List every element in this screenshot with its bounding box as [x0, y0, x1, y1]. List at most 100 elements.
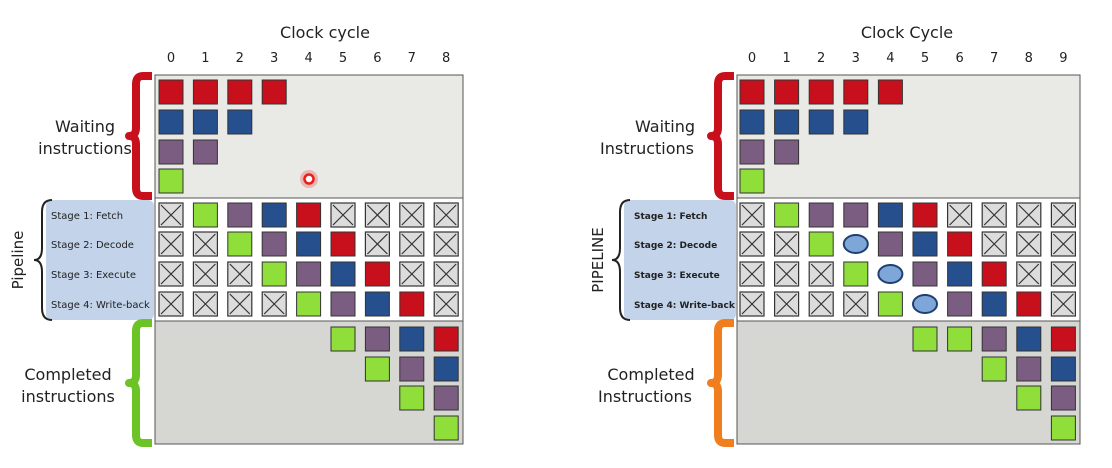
completed-instruction — [364, 326, 390, 352]
pipeline-instruction — [981, 291, 1007, 317]
completed-instruction — [433, 326, 459, 352]
pipeline-instruction — [947, 261, 973, 287]
waiting-instruction — [808, 79, 834, 105]
empty-stage-cell — [981, 202, 1007, 228]
cycle-label: 4 — [886, 51, 894, 66]
pipeline-label: PIPELINE — [589, 227, 607, 292]
cycle-label: 6 — [955, 51, 963, 66]
completed-instruction — [330, 326, 356, 352]
stage-label: Stage 3: Execute — [634, 271, 720, 281]
pipeline-brace — [33, 199, 53, 321]
empty-stage-cell — [261, 291, 287, 317]
stall-bubble — [912, 294, 938, 314]
waiting-instruction — [261, 79, 287, 105]
stage-label: Stage 2: Decode — [634, 241, 717, 251]
cycle-label: 5 — [921, 51, 929, 66]
empty-stage-cell — [1050, 291, 1077, 317]
pipeline-instruction — [296, 291, 322, 317]
pipeline-instruction — [947, 291, 973, 317]
completed-instruction — [981, 356, 1007, 382]
empty-stage-cell — [399, 231, 425, 257]
cycle-label: 1 — [782, 51, 790, 66]
pipeline-instruction — [981, 261, 1007, 287]
cycle-label: 3 — [270, 51, 278, 66]
empty-stage-cell — [399, 261, 425, 287]
pointer-marker — [303, 173, 315, 185]
stage-label: Stage 3: Execute — [51, 270, 136, 281]
empty-stage-cell — [1050, 231, 1077, 257]
pipeline-instruction — [364, 291, 390, 317]
empty-stage-cell — [1050, 202, 1077, 228]
pipeline-instruction — [877, 291, 903, 317]
empty-stage-cell — [158, 231, 184, 257]
empty-stage-cell — [1016, 202, 1042, 228]
empty-stage-cell — [843, 291, 869, 317]
pipeline-instruction — [296, 261, 322, 287]
empty-stage-cell — [158, 261, 184, 287]
pipeline-label: Pipeline — [9, 231, 27, 290]
cycle-label: 2 — [236, 51, 244, 66]
cycle-label: 6 — [373, 51, 381, 66]
completed-label-line1: Completed — [24, 365, 111, 384]
stall-bubble — [877, 264, 904, 284]
pipeline-instruction — [227, 231, 253, 257]
completed-instruction — [433, 415, 459, 441]
waiting-instruction — [877, 79, 903, 105]
completed-instruction — [399, 356, 425, 382]
completed-brace — [707, 319, 734, 447]
empty-stage-cell — [433, 291, 459, 317]
waiting-instruction — [739, 139, 765, 165]
cycle-label: 5 — [339, 51, 347, 66]
waiting-brace — [125, 72, 152, 200]
cycle-label: 9 — [1059, 51, 1067, 66]
empty-stage-cell — [158, 291, 184, 317]
instruction-grid — [158, 79, 459, 441]
completed-label-line1: Completed — [607, 365, 694, 384]
stage-label: Stage 4: Write-back — [634, 301, 736, 311]
cycle-label: 4 — [304, 51, 312, 66]
pipeline-instruction — [227, 202, 253, 228]
pipeline-instruction — [364, 261, 390, 287]
waiting-instruction — [192, 139, 218, 165]
pipeline-instruction — [947, 231, 973, 257]
pipeline-instruction — [843, 261, 869, 287]
completed-label-line2: Instructions — [598, 387, 692, 406]
stage-label: Stage 1: Fetch — [634, 212, 707, 222]
waiting-instruction — [843, 109, 869, 135]
completed-instruction — [399, 385, 425, 411]
pipeline-instruction — [330, 261, 356, 287]
cycle-label: 8 — [1025, 51, 1033, 66]
empty-stage-cell — [808, 291, 834, 317]
cycle-label: 3 — [852, 51, 860, 66]
completed-instruction — [1050, 385, 1076, 411]
waiting-label-line1: Waiting — [635, 117, 695, 136]
empty-stage-cell — [227, 261, 253, 287]
empty-stage-cell — [364, 202, 390, 228]
pipeline-instruction — [261, 202, 287, 228]
waiting-instruction — [227, 109, 253, 135]
completed-instruction — [947, 326, 973, 352]
completed-brace — [125, 319, 152, 447]
instruction-grid — [739, 79, 1077, 441]
pipeline-instruction — [808, 231, 834, 257]
waiting-instruction — [158, 168, 184, 194]
empty-stage-cell — [227, 291, 253, 317]
empty-stage-cell — [399, 202, 425, 228]
pipeline-instruction — [877, 202, 903, 228]
pipeline-instruction — [808, 202, 834, 228]
pipeline-instruction — [843, 202, 869, 228]
completed-instruction — [1050, 356, 1076, 382]
empty-stage-cell — [981, 231, 1007, 257]
empty-stage-cell — [739, 231, 765, 257]
waiting-instruction — [192, 109, 218, 135]
cycle-label: 0 — [167, 51, 175, 66]
empty-stage-cell — [1016, 231, 1042, 257]
waiting-instruction — [158, 79, 184, 105]
empty-stage-cell — [433, 261, 459, 287]
waiting-instruction — [843, 79, 869, 105]
pipeline-instruction — [192, 202, 218, 228]
